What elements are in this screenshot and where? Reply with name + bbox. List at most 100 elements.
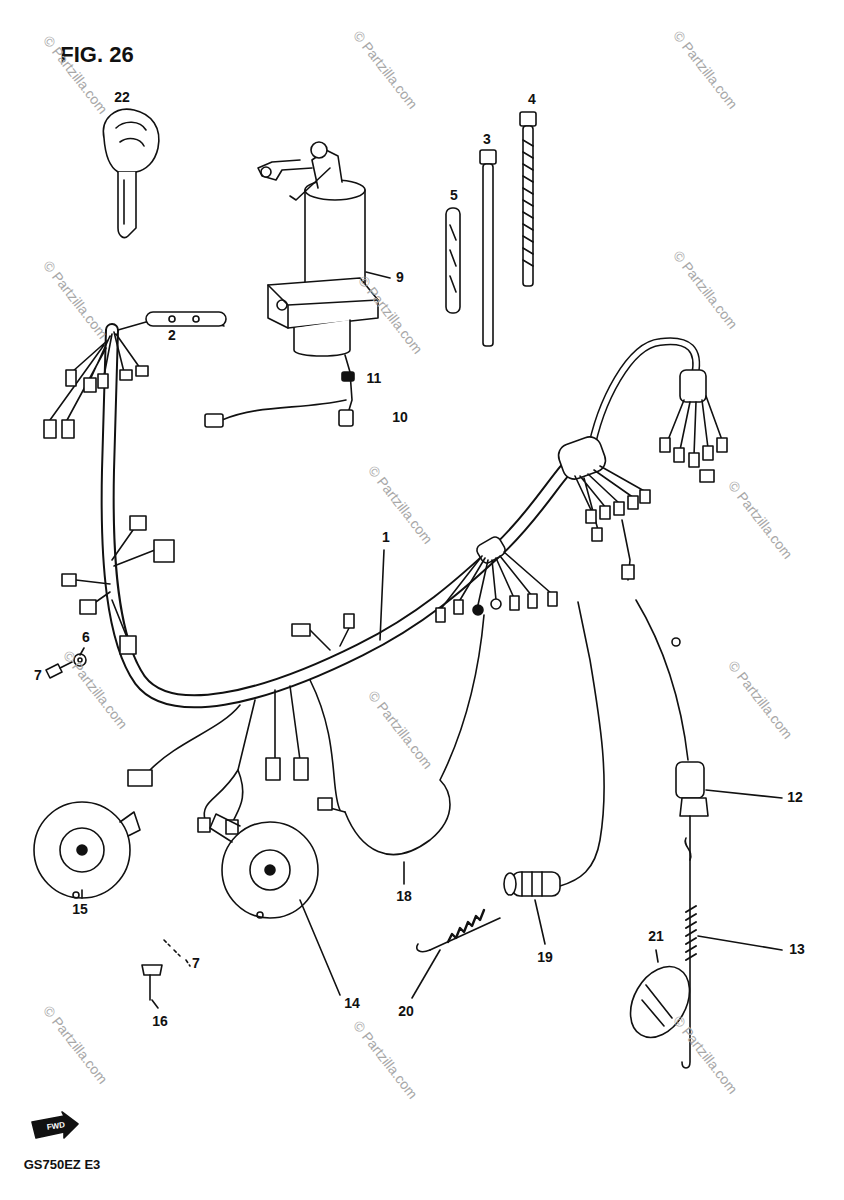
wiring-harness: [76, 520, 160, 640]
wiring-harness: [703, 446, 713, 460]
callout-number: 20: [398, 1004, 414, 1019]
key: [103, 109, 158, 237]
wiring-harness: [310, 626, 350, 650]
watermark: © Partzilla.com: [725, 658, 795, 742]
cable-strap: [446, 112, 536, 346]
speedometer-cable: [560, 602, 604, 886]
tachometer-cable: [686, 906, 696, 960]
callout-number: 13: [789, 942, 805, 957]
key: [118, 172, 136, 238]
watermark: © Partzilla.com: [40, 1003, 110, 1087]
key: [123, 180, 125, 224]
callout-number: 3: [483, 132, 491, 147]
horn: [77, 845, 87, 855]
model-code: GS750EZ E3: [24, 1158, 101, 1172]
ignition-switch: [205, 414, 223, 427]
wiring-harness: [586, 510, 596, 523]
wiring-harness: [318, 798, 332, 810]
wiring-harness: [473, 605, 483, 615]
tachometer-cable: [676, 762, 704, 798]
callout-number: 14: [344, 996, 360, 1011]
wiring-harness: [80, 600, 96, 614]
lead-wire: [403, 862, 405, 884]
fastener: [152, 1000, 158, 1008]
wiring-harness: [150, 680, 340, 810]
wiring-harness: [62, 420, 74, 438]
wiring-harness: [668, 396, 722, 455]
callout-number: 18: [396, 889, 412, 904]
speedometer-cable: [448, 910, 484, 942]
horn: [34, 802, 130, 898]
lead-wire: [345, 615, 484, 855]
watermark: © Partzilla.com: [350, 1018, 420, 1102]
watermark: © Partzilla.com: [670, 28, 740, 112]
ignition-switch: [339, 410, 353, 426]
watermark: © Partzilla.com: [670, 248, 740, 332]
wiring-harness: [475, 535, 508, 565]
wiring-harness: [204, 770, 243, 824]
horn: [73, 892, 79, 898]
wiring-harness: [454, 600, 463, 614]
fastener: [142, 965, 162, 975]
watermark: © Partzilla.com: [365, 688, 435, 772]
watermark: © Partzilla.com: [670, 1013, 740, 1097]
callout-number: 16: [152, 1014, 168, 1029]
wiring-harness: [628, 496, 638, 509]
wiring-harness: [120, 636, 136, 654]
wiring-harness: [198, 818, 210, 832]
direction-mark: FWD: [46, 1121, 65, 1132]
wiring-harness: [548, 592, 557, 606]
callout-number: 2: [168, 328, 176, 343]
watermark: © Partzilla.com: [60, 648, 130, 732]
tachometer-cable: [698, 790, 782, 950]
cable-strap: [480, 150, 496, 164]
horn: [81, 890, 83, 898]
wiring-harness: [50, 332, 140, 422]
callout-number: 19: [537, 950, 553, 965]
wiring-harness: [154, 540, 174, 562]
key: [103, 109, 158, 172]
wiring-harness: [62, 574, 76, 586]
speedometer-cable: [642, 985, 672, 1026]
tachometer-cable: [636, 600, 688, 760]
fastener: [80, 648, 84, 655]
wiring-harness: [491, 599, 501, 609]
wiring-harness: [717, 438, 727, 452]
watermark: © Partzilla.com: [40, 258, 110, 342]
wiring-harness: [600, 506, 610, 519]
speedometer-cable: [412, 602, 702, 1048]
wiring-harness: [680, 370, 706, 402]
ignition-switch: [277, 300, 287, 310]
key: [120, 139, 144, 146]
wiring-harness: [108, 330, 580, 701]
watermark: © Partzilla.com: [365, 463, 435, 547]
speedometer-cable: [656, 950, 658, 962]
horn: [222, 822, 318, 918]
cable-strap: [446, 208, 460, 313]
wiring-harness: [700, 470, 714, 482]
wiring-harness: [120, 370, 132, 380]
wiring-harness: [674, 448, 684, 462]
callout-number: 7: [192, 956, 200, 971]
callout-number: 7: [34, 668, 42, 683]
ignition-switch: [305, 190, 365, 285]
callout-number: 1: [382, 530, 390, 545]
callout-number: 10: [392, 410, 408, 425]
cable-strap: [523, 126, 533, 286]
fastener: [149, 975, 151, 1000]
ignition-switch: [222, 400, 346, 420]
ignition-switch: [258, 160, 312, 180]
wiring-harness: [44, 420, 56, 438]
speedometer-cable: [512, 872, 560, 896]
horn: [120, 812, 140, 836]
speedometer-cable: [412, 950, 440, 998]
wiring-harness: [84, 378, 96, 392]
speedometer-cable: [535, 900, 545, 944]
fastener: [46, 664, 62, 678]
callout-number: 4: [528, 92, 536, 107]
cable-strap: [483, 164, 493, 346]
callout-number: 22: [114, 90, 130, 105]
wiring-harness: [614, 502, 624, 515]
wiring-harness: [689, 453, 699, 467]
